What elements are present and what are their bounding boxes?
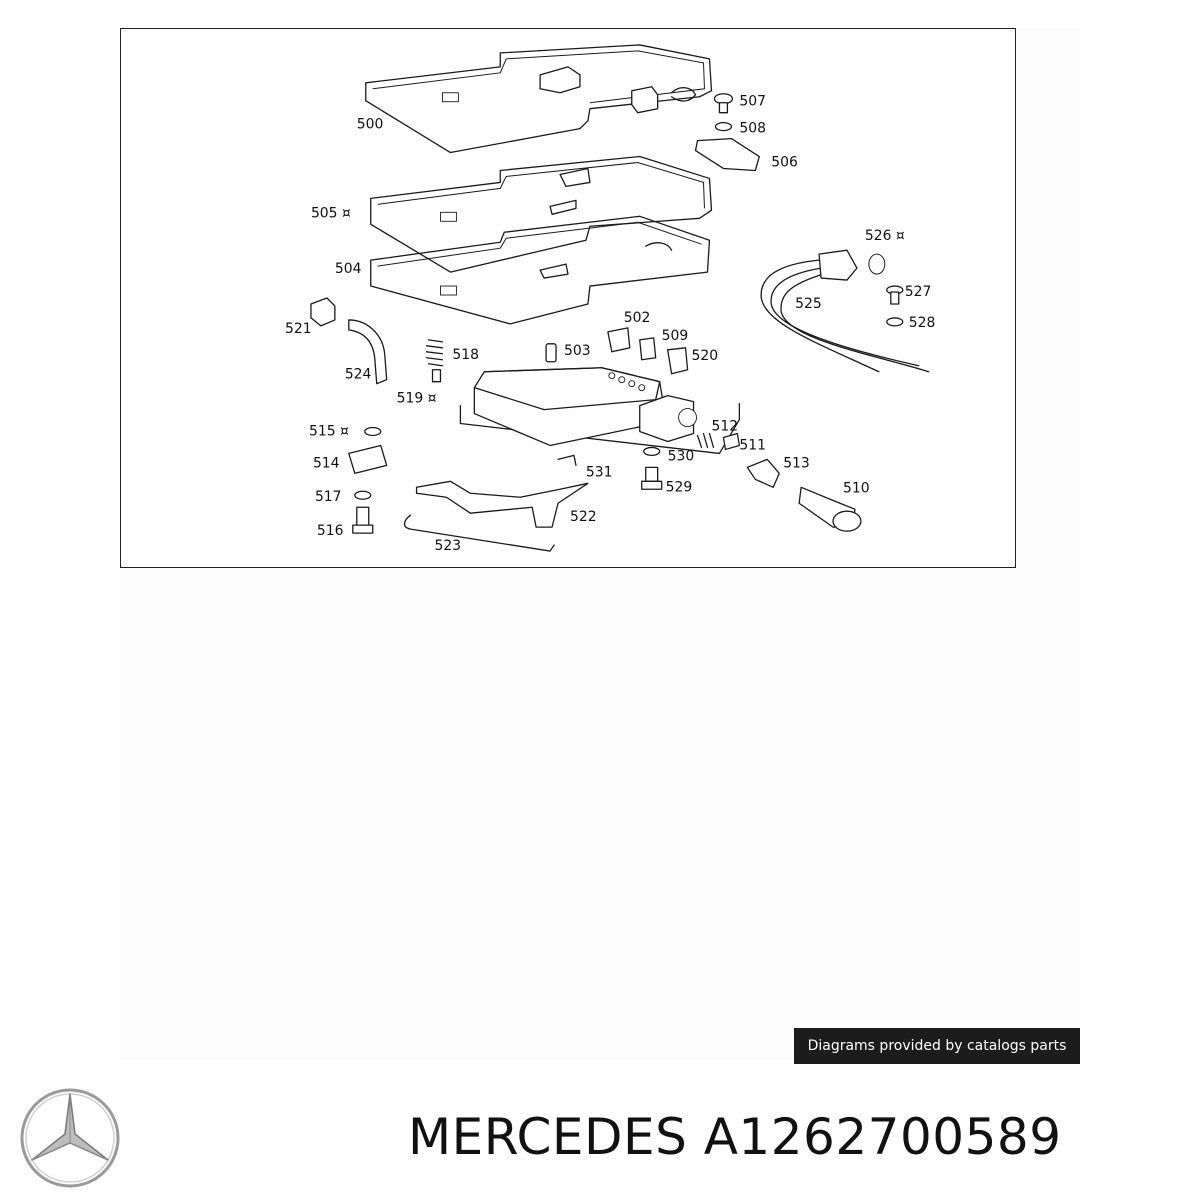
bolt-516	[352, 506, 374, 534]
callout-528: 528	[909, 315, 936, 331]
diagram-caption: Diagrams provided by catalogs parts	[794, 1028, 1080, 1064]
solenoid-514	[348, 444, 388, 474]
callout-524: 524	[345, 367, 372, 383]
hose-524	[310, 297, 388, 385]
clip-531	[557, 454, 577, 467]
plate-504	[370, 215, 711, 325]
plate-500	[365, 44, 713, 154]
callout-503: 503	[564, 343, 591, 359]
filter-520	[666, 347, 689, 375]
harness-525	[760, 249, 930, 373]
parts-diagram: 500 507 508 506 505 ¤ 526 ¤ 504 527 525 …	[120, 28, 1016, 568]
spring-518	[425, 339, 444, 383]
callout-505: 505 ¤	[311, 205, 351, 221]
clamp-506	[694, 137, 760, 172]
callout-520: 520	[692, 348, 719, 364]
callout-510: 510	[843, 480, 870, 496]
callout-519: 519 ¤	[397, 391, 437, 407]
bolt-529	[641, 466, 663, 490]
callout-529: 529	[666, 479, 693, 495]
callout-506: 506	[771, 154, 798, 170]
callout-502: 502	[624, 310, 651, 326]
callout-515: 515 ¤	[309, 423, 349, 439]
callout-531: 531	[586, 464, 613, 480]
screw-507	[713, 93, 734, 114]
callout-530: 530	[668, 448, 695, 464]
callout-516: 516	[317, 523, 344, 539]
plate-505	[370, 155, 713, 273]
callout-523: 523	[434, 538, 461, 554]
callout-518: 518	[452, 347, 479, 363]
bracket-522	[415, 480, 589, 528]
part-509	[639, 337, 657, 361]
callout-500: 500	[357, 117, 384, 133]
callout-513: 513	[783, 455, 810, 471]
washer-515	[364, 426, 382, 437]
part-503	[545, 343, 557, 363]
callout-517: 517	[315, 489, 342, 505]
pin-511	[722, 432, 741, 451]
part-502	[607, 327, 631, 353]
spring-512	[696, 432, 715, 449]
part-title: MERCEDES A1262700589	[408, 1108, 1062, 1166]
callout-508: 508	[739, 121, 766, 137]
callout-511: 511	[739, 437, 766, 453]
callout-521: 521	[285, 321, 312, 337]
wire-523	[403, 514, 555, 552]
callout-525: 525	[795, 296, 822, 312]
valve-510	[798, 486, 862, 532]
callout-527: 527	[905, 284, 932, 300]
washer-530	[643, 446, 661, 457]
washer-517	[354, 490, 372, 500]
screw-527	[886, 285, 904, 305]
washer-528	[886, 317, 904, 327]
callout-526: 526 ¤	[865, 228, 905, 244]
callout-507: 507	[739, 94, 766, 110]
callout-522: 522	[570, 509, 597, 525]
callout-504: 504	[335, 261, 362, 277]
callout-509: 509	[662, 328, 689, 344]
valve-body	[459, 367, 741, 455]
washer-508	[714, 122, 733, 132]
mercedes-star-logo	[18, 1086, 122, 1190]
callout-514: 514	[313, 455, 340, 471]
o-ring-526	[868, 253, 886, 275]
callout-512: 512	[711, 419, 738, 435]
bracket-513	[746, 458, 780, 488]
